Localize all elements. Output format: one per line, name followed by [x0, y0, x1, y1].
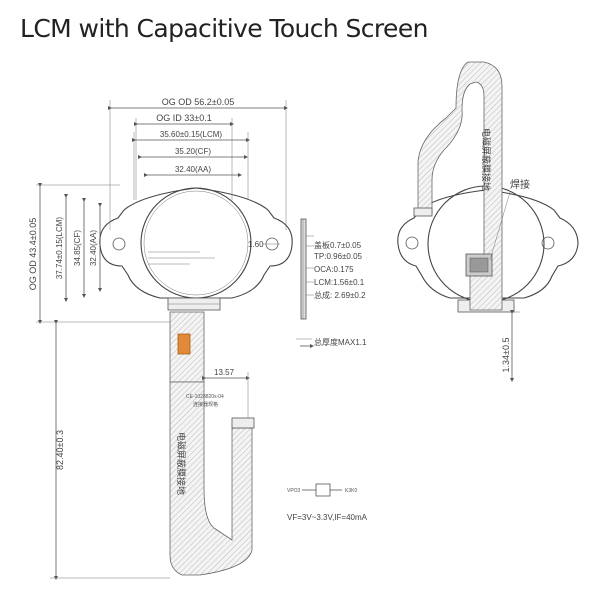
front-display-active — [143, 190, 249, 296]
circuit-note-text: VF=3V~3.3V,IF=40mA — [287, 513, 368, 522]
back-hole-right — [541, 236, 555, 250]
front-display-outer — [140, 187, 252, 299]
circuit-right-pin: K3K0 — [345, 488, 357, 494]
back-view: 电磁屏蔽膜接地 焊接 1.34±0.5 — [397, 61, 579, 382]
back-hole-left — [405, 236, 419, 250]
part-label: CE-1028820x-04 — [186, 394, 224, 400]
front-fpc-label: 电磁屏蔽膜接地 — [175, 432, 187, 495]
side-cover-glass: 盖板0.7±0.05 — [314, 240, 362, 250]
side-view: 盖板0.7±0.05 TP:0.96±0.05 OCA:0.175 LCM:1.… — [296, 218, 367, 348]
side-total: 总成: 2.69±0.2 — [314, 290, 366, 300]
dim-lcm-width: 35.60±0.15(LCM) — [160, 130, 223, 139]
side-lcm: LCM:1.56±0.1 — [314, 278, 365, 287]
back-dim-height: 1.34±0.5 — [501, 338, 511, 373]
part-note: 连接器规格 — [193, 401, 218, 408]
side-stack — [300, 218, 307, 320]
back-fpc-label: 电磁屏蔽膜接地 — [480, 128, 492, 191]
back-fpc — [417, 61, 503, 311]
dim-fpc-offset: 13.57 — [214, 368, 235, 377]
circuit-note: VPO3 K3K0 VF=3V~3.3V,IF=40mA — [287, 483, 368, 522]
circuit-symbol — [315, 483, 331, 497]
front-view: 电磁屏蔽膜接地 OG OD 56.2±0.05 OG ID 33±0.1 35.… — [28, 97, 293, 580]
dim-lcm-height: 37.74±0.15(LCM) — [55, 217, 64, 280]
dim-aa-height: 32.40(AA) — [89, 230, 98, 266]
front-fpc-end-connector — [231, 417, 255, 429]
dim-og-id: OG ID 33±0.1 — [156, 113, 211, 123]
dim-cf-height: 34.85(CF) — [73, 230, 82, 266]
dim-aa-width: 32.40(AA) — [175, 165, 211, 174]
page-title: LCM with Capacitive Touch Screen — [20, 14, 428, 43]
front-hole-left — [112, 237, 126, 251]
weld-label: 焊接 — [510, 178, 530, 191]
dim-og-od-width: OG OD 56.2±0.05 — [162, 97, 234, 107]
dim-hole: 1.60 — [248, 240, 264, 249]
front-fpc-tail — [169, 381, 253, 576]
side-tp: TP:0.96±0.05 — [314, 252, 363, 261]
dim-total-length: 82.40±0.3 — [55, 430, 65, 470]
side-oca: OCA:0.175 — [314, 265, 354, 274]
dim-cf-width: 35.20(CF) — [175, 147, 211, 156]
circuit-left-pin: VPO3 — [287, 488, 301, 494]
back-fpc-end — [413, 207, 433, 217]
dim-og-od-height: OG OD 43.4±0.05 — [28, 218, 38, 290]
fpc-connector-chip — [177, 333, 191, 355]
side-total-thickness: 总厚度MAX1.1 — [314, 337, 367, 347]
